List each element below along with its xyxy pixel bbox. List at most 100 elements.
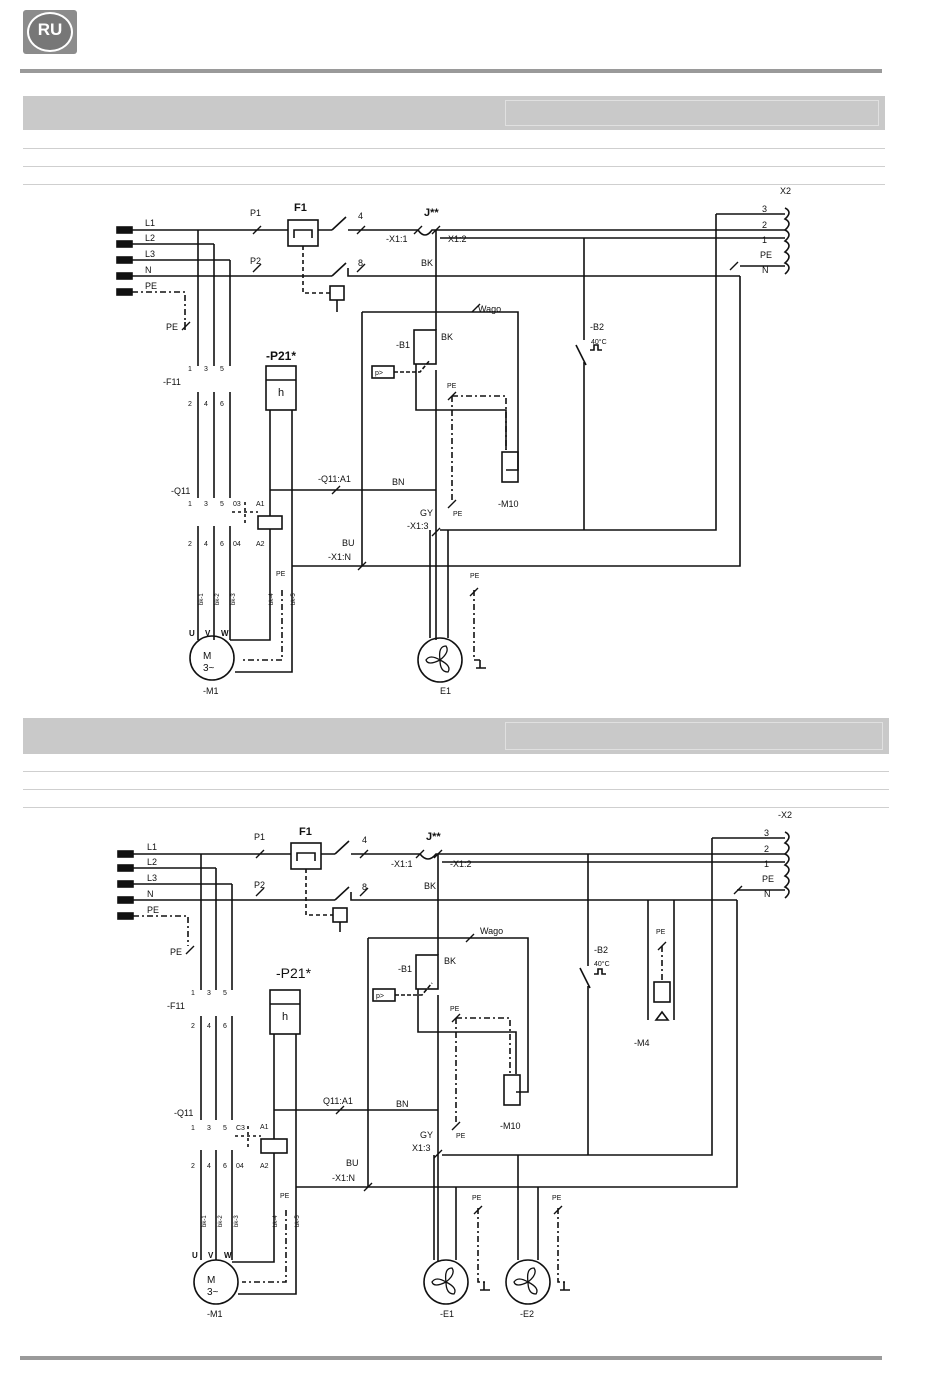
q11-pin: 6 xyxy=(223,1163,227,1170)
label-n: N xyxy=(145,265,152,275)
label-p21: -P21* xyxy=(266,349,296,363)
motor-pin: U xyxy=(189,629,195,638)
label-pe-m10: PE xyxy=(456,1133,466,1140)
label-l3: L3 xyxy=(145,249,155,259)
label-x1-3: X1:3 xyxy=(412,1143,431,1153)
label-pe: PE xyxy=(145,281,157,291)
label-e1: -E1 xyxy=(440,1309,454,1319)
label-e2: -E2 xyxy=(520,1309,534,1319)
rule xyxy=(23,807,889,808)
m10-body xyxy=(501,451,519,483)
label-l1: L1 xyxy=(147,842,157,852)
label-p2: P2 xyxy=(250,256,261,266)
label-bk-b1: BK xyxy=(444,956,456,966)
label-pe-e1: PE xyxy=(470,573,480,580)
f11-pin: 1 xyxy=(188,366,192,373)
badge-label: RU xyxy=(37,20,63,39)
q11-pin: 2 xyxy=(188,541,192,548)
motor-pin: W xyxy=(221,629,229,638)
wire-tag: bk-2 xyxy=(215,593,221,605)
label-n: N xyxy=(147,889,154,899)
f11-pin: 6 xyxy=(220,401,224,408)
wire-tag: bk-1 xyxy=(202,1215,208,1227)
x2-term-2: 2 xyxy=(762,220,767,230)
label-x1-2: X1:2 xyxy=(448,234,467,244)
supply-plugs-2 xyxy=(117,850,134,920)
m1-motor xyxy=(189,635,235,681)
f11-pin: 2 xyxy=(188,401,192,408)
m1-symbol-2: 3~ xyxy=(203,663,215,674)
label-8: 8 xyxy=(362,882,367,892)
m1-symbol-2: 3~ xyxy=(207,1287,219,1298)
f11-pin: 6 xyxy=(223,1023,227,1030)
label-b2: -B2 xyxy=(594,945,608,955)
label-8: 8 xyxy=(358,258,363,268)
q11-pin: 5 xyxy=(220,501,224,508)
label-x1-1: -X1:1 xyxy=(386,234,408,244)
e2-fan xyxy=(505,1259,551,1305)
footer-rule xyxy=(20,1356,882,1360)
label-l2: L2 xyxy=(147,857,157,867)
label-bk-b1: BK xyxy=(441,332,453,342)
label-x1-n: -X1:N xyxy=(332,1173,355,1183)
f11-pin: 5 xyxy=(220,366,224,373)
x2-term-n: N xyxy=(762,265,769,275)
label-x2: X2 xyxy=(780,186,791,196)
q11-pin: C3 xyxy=(236,1125,245,1132)
wire-tag: bk-1 xyxy=(199,593,205,605)
label-pe-m1: PE xyxy=(276,571,286,578)
f1-aux-contact-2 xyxy=(332,907,348,923)
wire-tag: bk-3 xyxy=(234,1215,240,1227)
label-q11: -Q11 xyxy=(171,486,190,496)
label-b1: -B1 xyxy=(398,964,412,974)
f11-pin: 5 xyxy=(223,990,227,997)
label-q11: -Q11 xyxy=(174,1108,193,1118)
m4-body xyxy=(653,981,671,1003)
rule xyxy=(23,184,885,185)
x2-term-1: 1 xyxy=(762,235,767,245)
section-band-2 xyxy=(23,718,889,754)
q11-pin: 4 xyxy=(204,541,208,548)
label-m4: -M4 xyxy=(634,1038,650,1048)
label-p1: P1 xyxy=(250,208,261,218)
label-jstar: J** xyxy=(426,831,441,843)
label-e1: E1 xyxy=(440,686,451,696)
label-l2: L2 xyxy=(145,233,155,243)
section-band-1 xyxy=(23,96,885,130)
b1-box xyxy=(413,329,437,365)
diagram-2 xyxy=(117,831,790,1305)
diagram-1-labels: L1 L2 L3 N PE P1 P2 F1 4 8 J** -X1:1 X1:… xyxy=(145,186,791,696)
label-b1: -B1 xyxy=(396,340,410,350)
f11-pin: 2 xyxy=(191,1023,195,1030)
q11-pin: 4 xyxy=(207,1163,211,1170)
m1-symbol: M xyxy=(207,1275,215,1286)
b1-p-symbol: p> xyxy=(375,370,383,377)
q11-pin: 2 xyxy=(191,1163,195,1170)
wire-n xyxy=(132,268,740,277)
q11-pin: 04 xyxy=(236,1163,244,1170)
x2-connector-2 xyxy=(783,831,790,899)
label-bk: BK xyxy=(424,881,436,891)
label-f11: -F11 xyxy=(163,377,181,387)
label-b2: -B2 xyxy=(590,322,604,332)
label-bu: BU xyxy=(342,538,355,548)
label-pe-left: PE xyxy=(166,322,178,332)
m10-body-2 xyxy=(503,1074,521,1106)
wire-pe xyxy=(132,291,186,322)
label-a2: A2 xyxy=(260,1163,269,1170)
rule xyxy=(23,789,889,790)
q11-coil xyxy=(257,515,283,530)
label-m1: -M1 xyxy=(203,686,219,696)
label-x1-n: -X1:N xyxy=(328,552,351,562)
p21-box xyxy=(265,365,297,411)
label-m10: -M10 xyxy=(500,1121,521,1131)
label-x1-1: -X1:1 xyxy=(391,859,413,869)
label-p2: P2 xyxy=(254,880,265,890)
wire-tag: bk-4 xyxy=(273,1215,279,1227)
motor-pin: U xyxy=(192,1251,198,1260)
label-bu: BU xyxy=(346,1158,359,1168)
f11-pin: 4 xyxy=(204,401,208,408)
language-badge: RU xyxy=(23,10,77,54)
label-bn: BN xyxy=(392,477,405,487)
label-wago: Wago xyxy=(480,926,503,936)
